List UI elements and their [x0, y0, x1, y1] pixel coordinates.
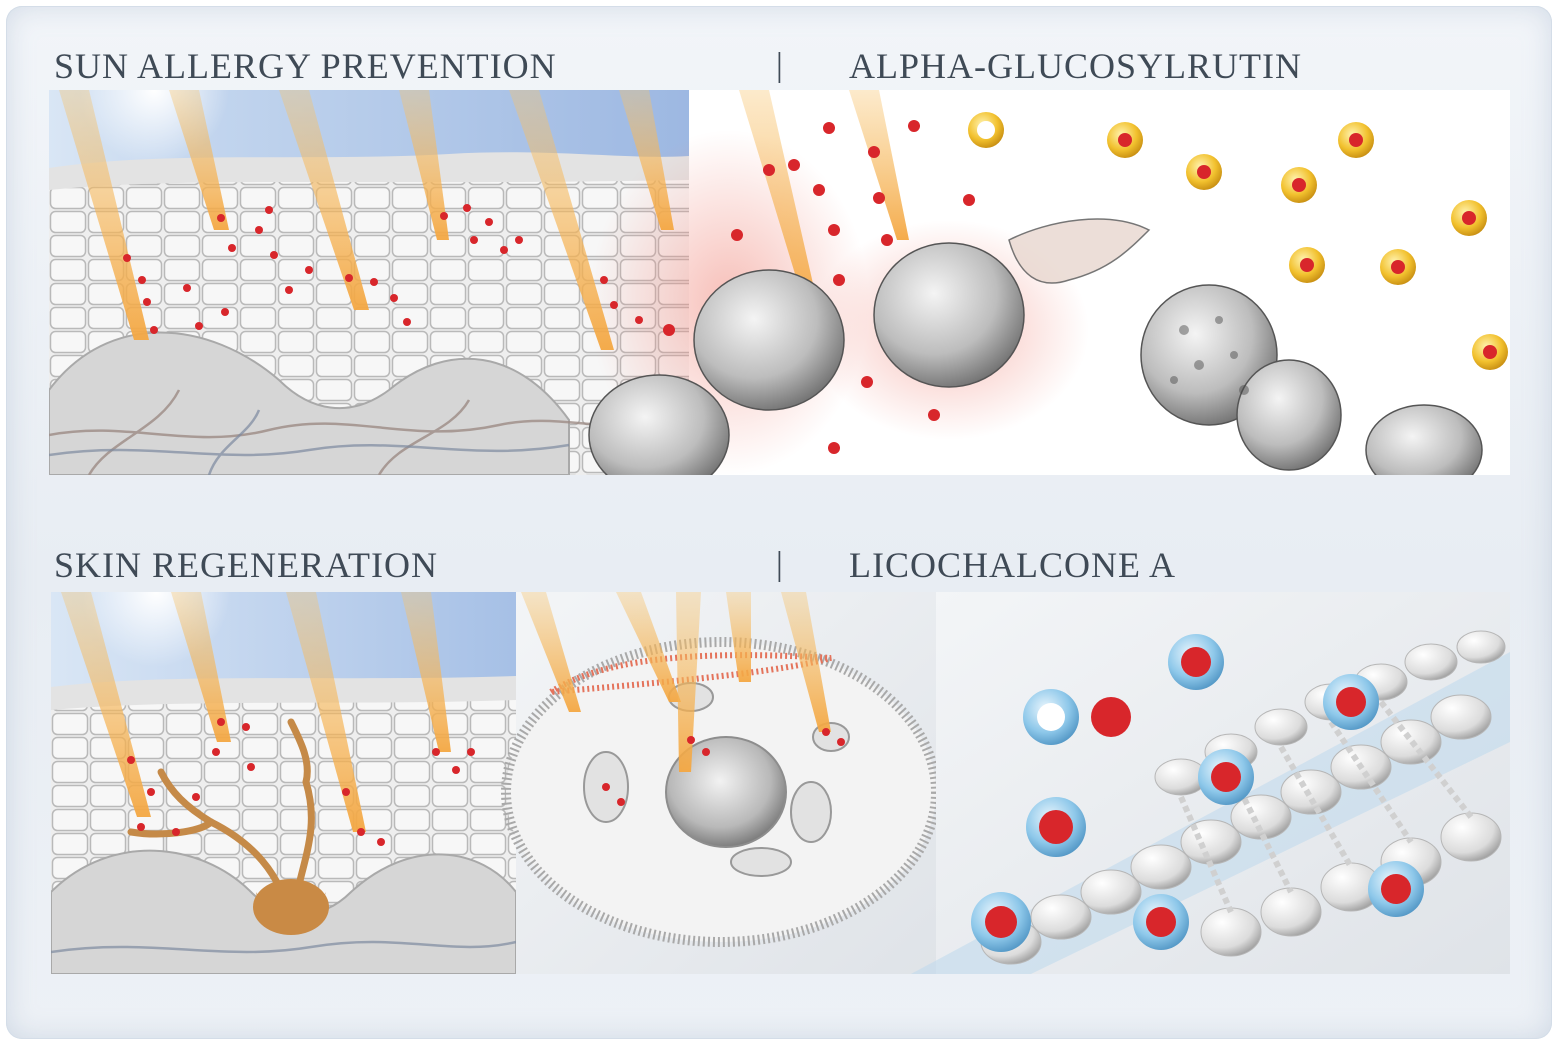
uv-rays [59, 90, 909, 350]
cell-nucleus [665, 736, 787, 848]
free-radicals [123, 120, 975, 454]
blood-vessels [49, 389, 650, 475]
skin-regeneration-svg [51, 592, 1510, 974]
section-title-skin-regeneration: SKIN REGENERATION [54, 545, 438, 585]
dermis-layer [49, 331, 570, 475]
antioxidant-capsules-2 [971, 634, 1424, 952]
veins [49, 409, 570, 475]
sun-allergy-illustration [49, 90, 1510, 475]
section-title-sun-allergy-prevention: SUN ALLERGY PREVENTION [54, 46, 557, 86]
melanocyte-body [253, 879, 329, 935]
antioxidant-capsules [968, 112, 1508, 370]
ingredient-title-licochalcone-a: LICOCHALCONE A [849, 545, 1176, 585]
ingredient-title-alpha-glucosylrutin: ALPHA-GLUCOSYLRUTIN [849, 46, 1302, 86]
page-frame: SUN ALLERGY PREVENTION | ALPHA-GLUCOSYLR… [6, 6, 1552, 1039]
veins-2 [51, 940, 517, 954]
title-separator-2: | [776, 546, 783, 583]
sun-allergy-svg [49, 90, 1510, 475]
free-radicals-2 [127, 718, 845, 846]
skin-regeneration-illustration [51, 592, 1510, 974]
title-separator: | [776, 47, 783, 84]
immune-cells [588, 218, 1483, 475]
